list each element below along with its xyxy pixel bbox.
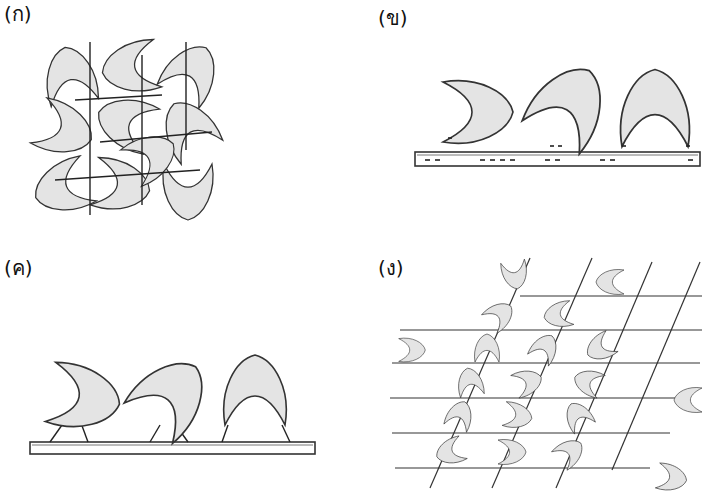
charge-mark (510, 159, 515, 161)
panel-label: (ค) (4, 256, 33, 280)
enzyme-shape (621, 70, 690, 147)
charge-mark (558, 145, 562, 147)
enzyme-shape (527, 330, 563, 367)
support-edge (417, 155, 698, 156)
charge-mark (480, 159, 485, 161)
lattice-line (395, 467, 650, 468)
charge-mark (622, 145, 626, 147)
panel-label-slot: (ค) (4, 256, 33, 280)
crosslink (55, 170, 200, 180)
charge-mark (500, 159, 505, 161)
enzyme-shape (481, 296, 519, 333)
enzyme-shape (433, 435, 468, 468)
enzyme-shape (90, 156, 154, 215)
enzyme-shape (521, 53, 619, 154)
panel-label-slot: (ข) (378, 6, 408, 30)
linker (222, 425, 228, 442)
linker (150, 425, 160, 442)
adsorption-panel (415, 53, 700, 166)
lattice-line (430, 258, 530, 488)
enzyme-shape (98, 38, 162, 97)
enzyme-shape (596, 269, 624, 294)
enzyme-shape (27, 155, 97, 221)
enzyme-shape (156, 35, 227, 109)
enzyme-shape (443, 81, 513, 144)
enzyme-shape (655, 463, 689, 492)
charge-mark (686, 145, 690, 147)
panel-label: (ง) (378, 256, 404, 280)
charge-mark (550, 145, 554, 147)
enzyme-shape (224, 355, 287, 425)
panel-label-slot: (ง) (378, 256, 404, 280)
enzyme-shape (120, 125, 184, 187)
panel-label-slot: (ก) (4, 2, 32, 26)
charge-mark (448, 137, 452, 139)
lattice-lines (390, 258, 702, 488)
crosslink (141, 55, 142, 205)
enzyme-shape (511, 365, 546, 398)
charge-mark (490, 159, 495, 161)
lattice-line (520, 295, 702, 296)
lattice-line (400, 329, 702, 330)
lattice-line (390, 397, 690, 398)
crosslinked-cluster (27, 35, 228, 221)
linker (282, 425, 290, 442)
charge-mark (555, 159, 560, 161)
enzyme-shape (582, 330, 619, 366)
enzyme-shape (542, 300, 574, 330)
crosslink (75, 95, 162, 100)
charge-marks (425, 138, 693, 160)
enzyme-shape (443, 398, 476, 433)
panel-label: (ก) (4, 2, 32, 26)
enzyme-shape (674, 387, 702, 412)
lattice-line (612, 262, 700, 470)
enzyme-shape (399, 338, 426, 362)
enzyme-shape (498, 439, 526, 464)
enzyme-shape (123, 346, 221, 445)
enzyme-shape (571, 365, 606, 398)
charge-mark (688, 159, 693, 161)
support-edge (32, 445, 313, 446)
enzyme-shape (474, 334, 499, 362)
enzyme-shape (455, 366, 485, 398)
enzyme-shape (45, 361, 125, 435)
support-bar (415, 152, 700, 166)
crosslink (100, 132, 212, 142)
lattice-line (492, 258, 592, 488)
covalent-panel (30, 346, 315, 454)
charge-mark (610, 159, 615, 161)
enzyme-shape (502, 401, 534, 431)
enzyme-shape (500, 259, 530, 291)
charge-mark (425, 159, 430, 161)
linker (50, 425, 62, 442)
charge-mark (545, 159, 550, 161)
enzyme-shape (551, 433, 589, 470)
panel-label: (ข) (378, 6, 408, 30)
entrapment-panel (390, 258, 702, 492)
charge-mark (435, 159, 440, 161)
crosslink-lines (55, 42, 212, 215)
crosslink (89, 42, 90, 215)
charge-mark (600, 159, 605, 161)
enzyme-shape (560, 398, 596, 435)
